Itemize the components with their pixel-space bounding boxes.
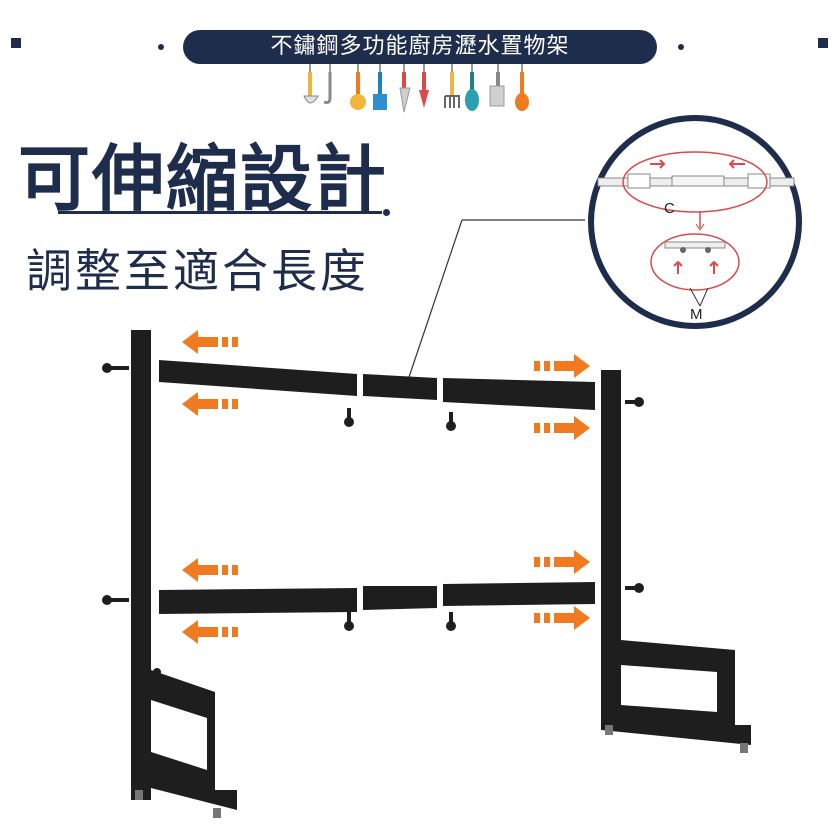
headline-sub: 調整至適合長度 [26, 244, 369, 298]
title-banner: 不鏽鋼多功能廚房瀝水置物架 [183, 30, 657, 64]
arrow-right-icon [534, 606, 590, 630]
headline-main: 可伸縮設計 [18, 137, 389, 221]
divider-dot [383, 209, 390, 216]
screw-icon [102, 363, 644, 676]
arrow-left-icon [182, 620, 238, 644]
rack-frame [102, 330, 751, 818]
arrow-right-icon [534, 416, 590, 440]
arrow-left-icon [182, 558, 238, 582]
arrow-left-icon [182, 392, 238, 416]
detail-callout [588, 115, 802, 329]
ladle-icon [303, 72, 319, 104]
label-c: C [664, 200, 675, 217]
headline-divider [58, 211, 382, 214]
arrow-right-icon [534, 354, 590, 378]
utensils-icon [303, 62, 529, 113]
label-m: M [690, 306, 703, 323]
knife-icon [399, 72, 411, 113]
arrow-right-icon [534, 550, 590, 574]
fork-icon [444, 72, 460, 108]
corner-square-right [818, 38, 828, 48]
banner-dot-left [158, 44, 164, 50]
callout-leader-line [407, 219, 585, 381]
corner-square-left [11, 38, 21, 48]
banner-dot-right [678, 44, 684, 50]
arrow-left-icon [182, 330, 238, 354]
banner-title: 不鏽鋼多功能廚房瀝水置物架 [270, 34, 570, 59]
spatula-icon [373, 72, 387, 110]
whisk-icon [350, 72, 366, 110]
